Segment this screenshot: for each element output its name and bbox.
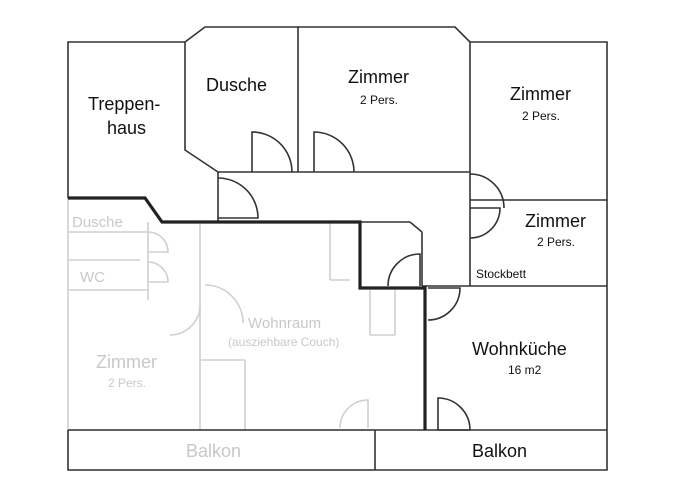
zimmer-c-label: Zimmer (525, 211, 586, 231)
zimmer-a-sub: 2 Pers. (360, 93, 398, 107)
doors (217, 131, 505, 431)
wohnkueche-label: Wohnküche (472, 339, 567, 359)
faded-zimmer-sub: 2 Pers. (108, 376, 146, 390)
active-walls (67, 26, 608, 471)
faded-zimmer-label: Zimmer (96, 352, 157, 372)
faded-wohnraum-label: Wohnraum (248, 315, 321, 332)
wohnkueche-sub: 16 m2 (508, 363, 542, 377)
zimmer-c-sub: 2 Pers. (537, 235, 575, 249)
balkon-left-label: Balkon (186, 441, 241, 461)
balkon-right-label: Balkon (472, 441, 527, 461)
faded-dusche-label: Dusche (72, 214, 123, 231)
zimmer-a-label: Zimmer (348, 67, 409, 87)
faded-doors (147, 231, 369, 429)
stockbett-note: Stockbett (476, 267, 527, 281)
dusche-label: Dusche (206, 75, 267, 95)
zimmer-b-sub: 2 Pers. (522, 109, 560, 123)
unit-boundary (68, 196, 427, 430)
faded-wc-label: WC (80, 269, 105, 286)
zimmer-b-label: Zimmer (510, 84, 571, 104)
faded-wohnraum-sub: (ausziehbare Couch) (228, 335, 339, 349)
treppenhaus-label-2: haus (107, 118, 146, 138)
treppenhaus-label-1: Treppen- (88, 94, 160, 114)
